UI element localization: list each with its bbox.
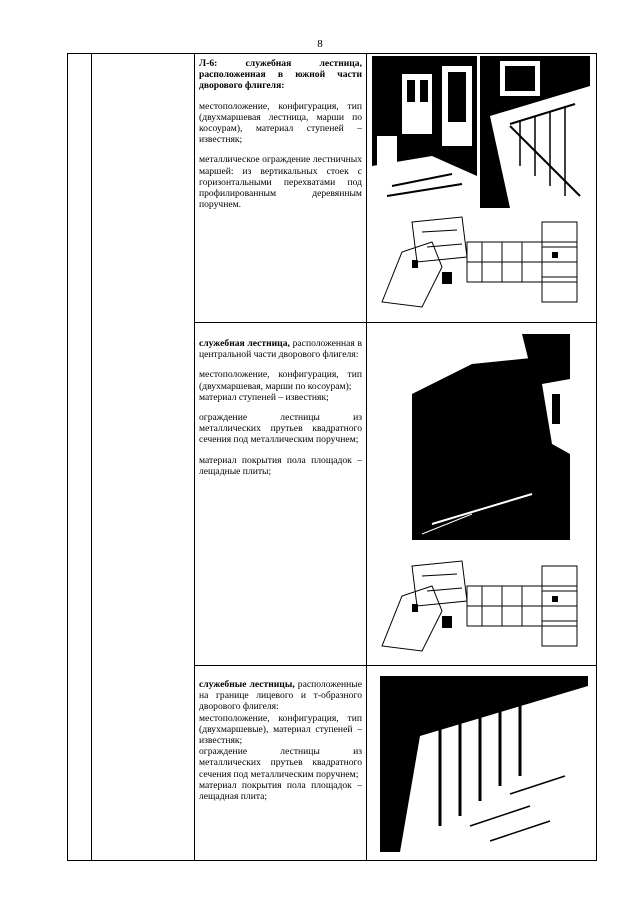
- table-border-bottom: [67, 860, 597, 861]
- section-2-title: служебная лестница,: [199, 338, 290, 349]
- section-1-para-2: металлическое ограждение лестничных марш…: [199, 154, 362, 211]
- section-1-para-1: местоположение, конфигурация, тип (двухм…: [199, 100, 362, 146]
- row-divider-1: [194, 322, 596, 323]
- row-divider-2: [194, 665, 596, 666]
- section-2-para-2: материал ступеней – известняк;: [199, 391, 329, 403]
- section-2-para-3: ограждение лестницы из металлических пру…: [199, 412, 362, 446]
- section-3-title: служебные лестницы,: [199, 679, 295, 690]
- staircase-photo-3: [380, 676, 588, 852]
- section-1-text: Л-6: служебная лестница, расположенная в…: [199, 58, 362, 219]
- table-border-right: [596, 53, 597, 861]
- section-3-title-rest: расположенные на границе лицевого и т-об…: [199, 679, 362, 713]
- staircase-photo-2: [412, 334, 570, 540]
- section-2-para-4: материал покрытия пола площадок – лещадн…: [199, 454, 362, 477]
- table-divider-2: [194, 53, 195, 861]
- table-border-left: [67, 53, 68, 861]
- table-border-top: [67, 53, 597, 54]
- section-1-title: Л-6: служебная лестница, расположенная в…: [199, 58, 362, 92]
- staircase-photo-1a: [372, 56, 477, 208]
- floor-plan-2: [372, 556, 590, 652]
- section-3-para-2: ограждение лестницы из металлических пру…: [199, 746, 362, 780]
- table-divider-3: [366, 53, 367, 861]
- page-number: 8: [317, 38, 323, 50]
- section-3-para-3: материал покрытия пола площадок – лещадн…: [199, 779, 362, 803]
- section-3-para-1: местоположение, конфигурация, тип (двухм…: [199, 712, 362, 747]
- floor-plan-1: [372, 212, 590, 308]
- staircase-photo-1b: [480, 56, 590, 208]
- section-2-text: служебная лестница, расположенная в цент…: [199, 338, 362, 486]
- section-3-text: служебные лестницы, расположенные на гра…: [199, 679, 362, 802]
- section-2-title-rest: расположенная в центральной части дворов…: [199, 338, 363, 361]
- section-2-para-1: местоположение, конфигурация, тип (двухм…: [199, 369, 362, 392]
- table-divider-1: [91, 53, 92, 861]
